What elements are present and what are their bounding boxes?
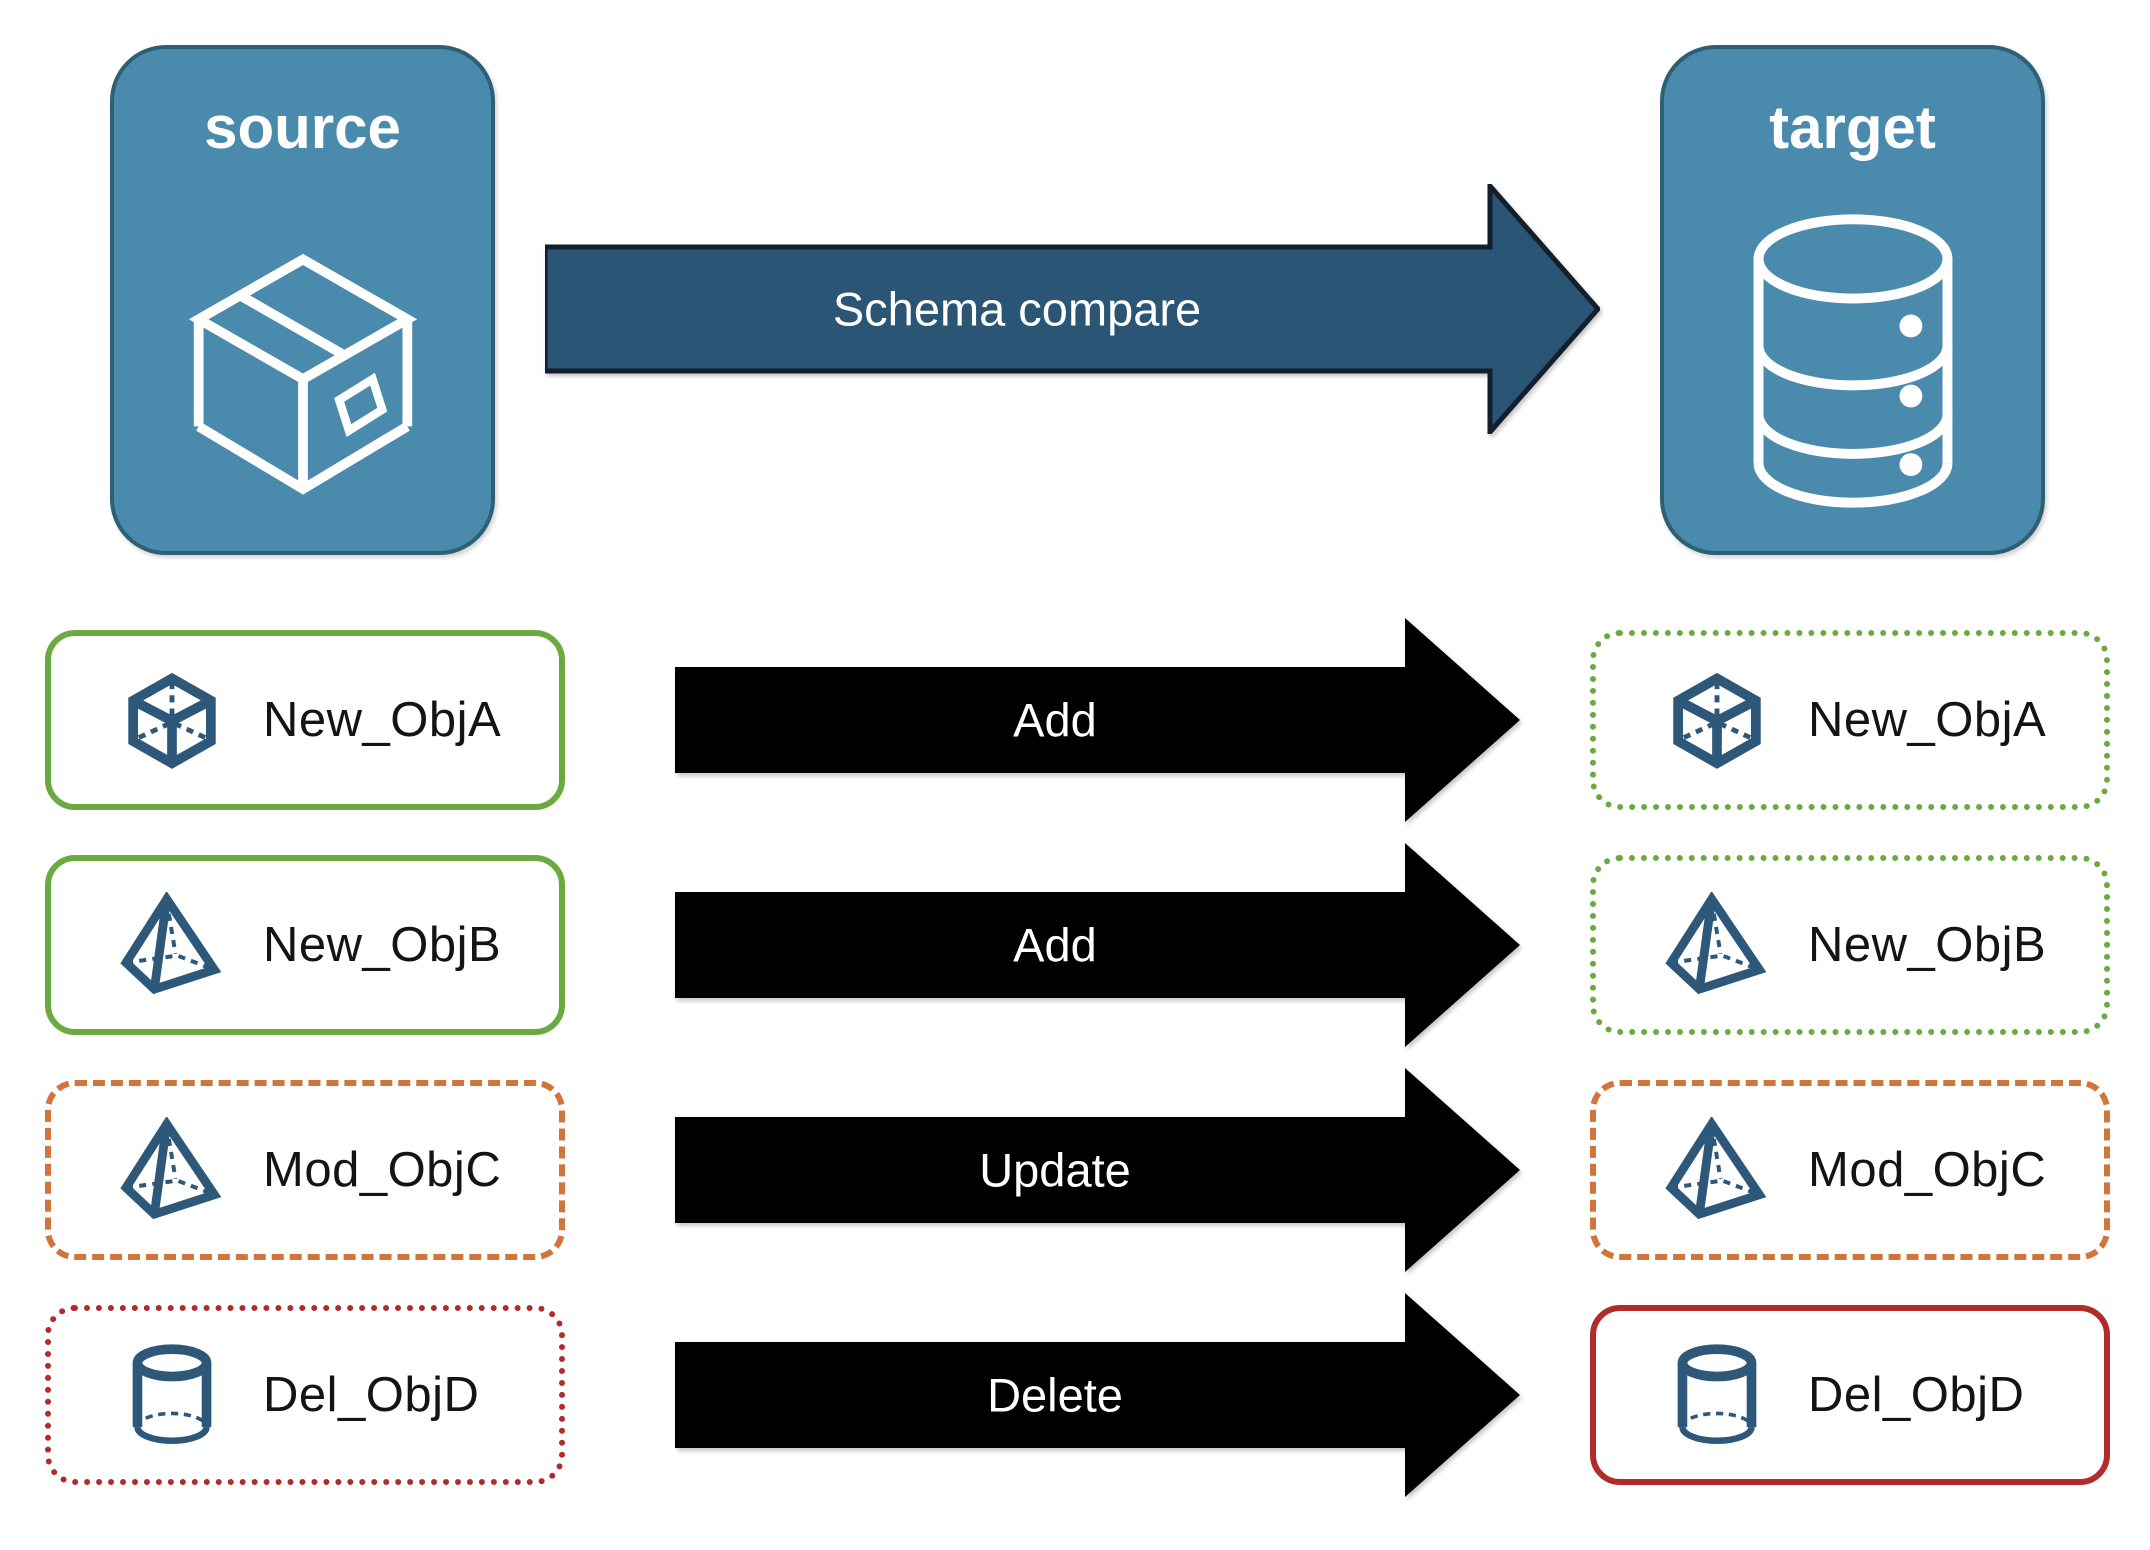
object-row-new-obja: New_ObjA Add New_ObjA [0, 630, 2150, 810]
source-object-box: New_ObjA [45, 630, 565, 810]
object-row-mod-objc: Mod_ObjC Update Mod_ObjC [0, 1080, 2150, 1260]
target-title: target [1769, 94, 1936, 161]
object-row-new-objb: New_ObjB Add New_ObjB [0, 855, 2150, 1035]
target-object-box: New_ObjA [1590, 630, 2110, 810]
object-label: Mod_ObjC [263, 1143, 502, 1197]
source-object-box: New_ObjB [45, 855, 565, 1035]
schema-compare-arrow-shape [545, 184, 1600, 434]
object-label: New_ObjA [263, 693, 502, 747]
object-label: Del_ObjD [1808, 1368, 2025, 1422]
pyramid-icon [1664, 1117, 1770, 1223]
object-label: Mod_ObjC [1808, 1143, 2047, 1197]
cylinder-icon [119, 1342, 225, 1448]
source-title: source [204, 94, 401, 161]
source-node: source [110, 45, 495, 555]
target-object-box: Mod_ObjC [1590, 1080, 2110, 1260]
update-arrow-label: Update [979, 1144, 1131, 1197]
update-arrow: Update [675, 1065, 1520, 1275]
object-row-del-objd: Del_ObjD Delete Del_ObjD [0, 1305, 2150, 1485]
cylinder-icon [1664, 1342, 1770, 1448]
target-object-box: Del_ObjD [1590, 1305, 2110, 1485]
pyramid-icon [1664, 892, 1770, 998]
cube-icon [1664, 667, 1770, 773]
object-label: New_ObjB [263, 918, 502, 972]
database-icon [1730, 201, 1975, 521]
target-node: target [1660, 45, 2045, 555]
add-arrow: Add [675, 840, 1520, 1050]
object-label: New_ObjA [1808, 693, 2047, 747]
schema-compare-label: Schema compare [833, 283, 1201, 336]
add-arrow-label: Add [1013, 694, 1097, 747]
pyramid-icon [119, 1117, 225, 1223]
source-object-box: Mod_ObjC [45, 1080, 565, 1260]
source-object-box: Del_ObjD [45, 1305, 565, 1485]
package-icon [160, 201, 445, 521]
schema-compare-arrow: Schema compare [545, 184, 1600, 434]
delete-arrow: Delete [675, 1290, 1520, 1500]
target-object-box: New_ObjB [1590, 855, 2110, 1035]
object-label: Del_ObjD [263, 1368, 480, 1422]
delete-arrow-label: Delete [987, 1369, 1123, 1422]
add-arrow: Add [675, 615, 1520, 825]
object-label: New_ObjB [1808, 918, 2047, 972]
pyramid-icon [119, 892, 225, 998]
cube-icon [119, 667, 225, 773]
add-arrow-label: Add [1013, 919, 1097, 972]
